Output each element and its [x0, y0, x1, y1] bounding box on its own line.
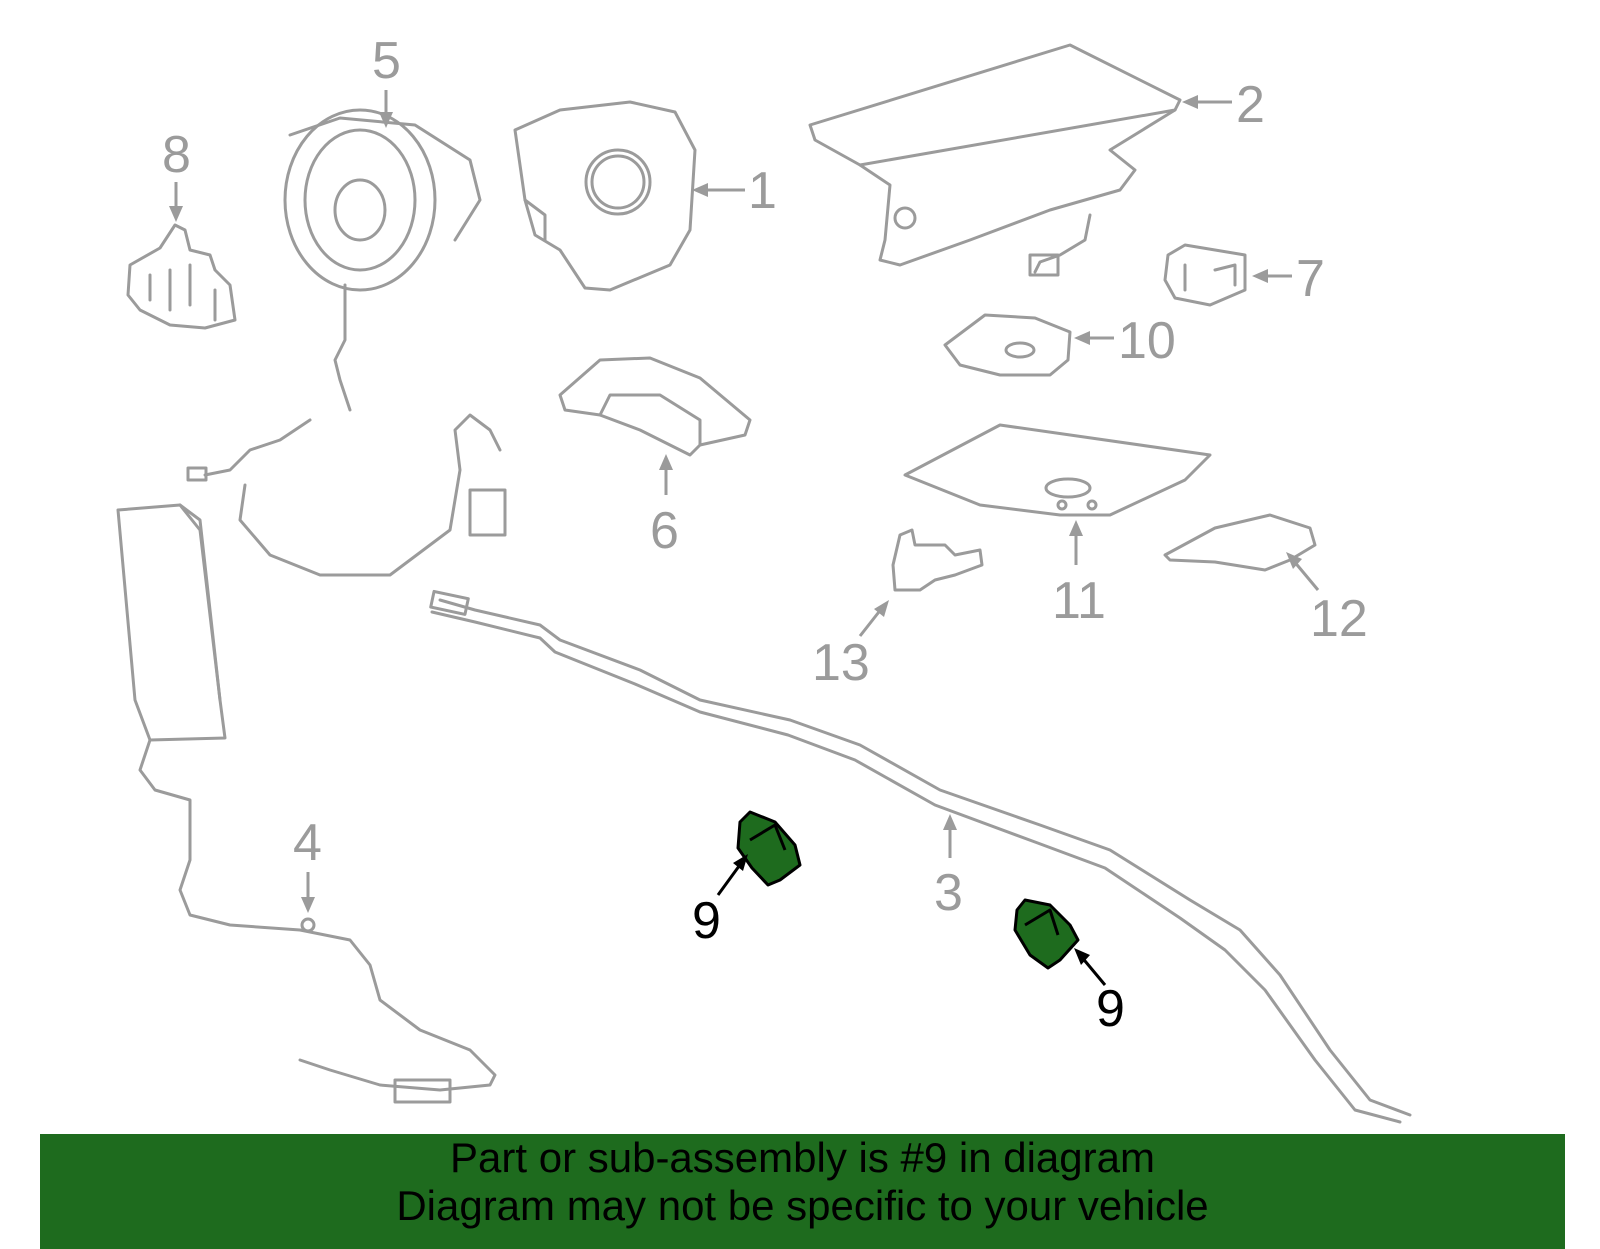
- svg-text:5: 5: [372, 32, 401, 90]
- callout-5: 5: [372, 32, 401, 128]
- callout-9b: 9: [1074, 948, 1125, 1038]
- svg-text:9: 9: [1096, 980, 1125, 1038]
- callout-8: 8: [162, 126, 191, 222]
- callout-13: 13: [812, 600, 889, 692]
- svg-text:6: 6: [650, 502, 679, 560]
- harness-wire: [238, 413, 507, 577]
- callout-4: 4: [293, 814, 322, 913]
- svg-text:8: 8: [162, 126, 191, 184]
- callout-12: 12: [1286, 552, 1368, 648]
- svg-text:3: 3: [934, 864, 963, 922]
- svg-text:2: 2: [1236, 76, 1265, 134]
- svg-text:7: 7: [1296, 250, 1325, 308]
- part-11-knee-pad: [903, 423, 1212, 517]
- part-12-bracket: [1163, 513, 1317, 572]
- svg-text:13: 13: [812, 634, 870, 692]
- svg-text:12: 12: [1310, 590, 1368, 648]
- callout-10: 10: [1074, 312, 1176, 370]
- svg-text:9: 9: [692, 892, 721, 950]
- part-3-curtain-airbag: [429, 589, 1412, 1124]
- part-7-connector: [1163, 243, 1247, 307]
- callout-2: 2: [1182, 76, 1265, 134]
- svg-text:10: 10: [1118, 312, 1176, 370]
- part-9-highlighted-b: [1013, 898, 1080, 970]
- callout-7: 7: [1252, 250, 1325, 308]
- svg-text:11: 11: [1052, 572, 1106, 630]
- svg-text:4: 4: [293, 814, 322, 872]
- part-5-clock-spring: [186, 108, 482, 482]
- callout-9a: 9: [692, 854, 748, 950]
- callout-11: 11: [1052, 520, 1106, 630]
- callout-1: 1: [692, 162, 777, 220]
- callout-6: 6: [650, 454, 679, 560]
- callout-3: 3: [934, 814, 963, 922]
- banner-line-2: Diagram may not be specific to your vehi…: [396, 1182, 1209, 1229]
- part-4-side-airbag: [116, 503, 497, 1104]
- svg-text:1: 1: [748, 162, 777, 220]
- part-2-passenger-airbag: [808, 43, 1182, 277]
- part-1-driver-airbag: [513, 100, 697, 292]
- part-10-sensor: [943, 313, 1072, 377]
- info-banner: Part or sub-assembly is #9 in diagram Di…: [40, 1134, 1565, 1249]
- part-6-control-module: [558, 356, 752, 457]
- part-13-bracket: [891, 528, 984, 592]
- part-8-sensor: [126, 223, 237, 330]
- part-9-highlighted-a: [736, 810, 802, 887]
- banner-line-1: Part or sub-assembly is #9 in diagram: [450, 1134, 1155, 1181]
